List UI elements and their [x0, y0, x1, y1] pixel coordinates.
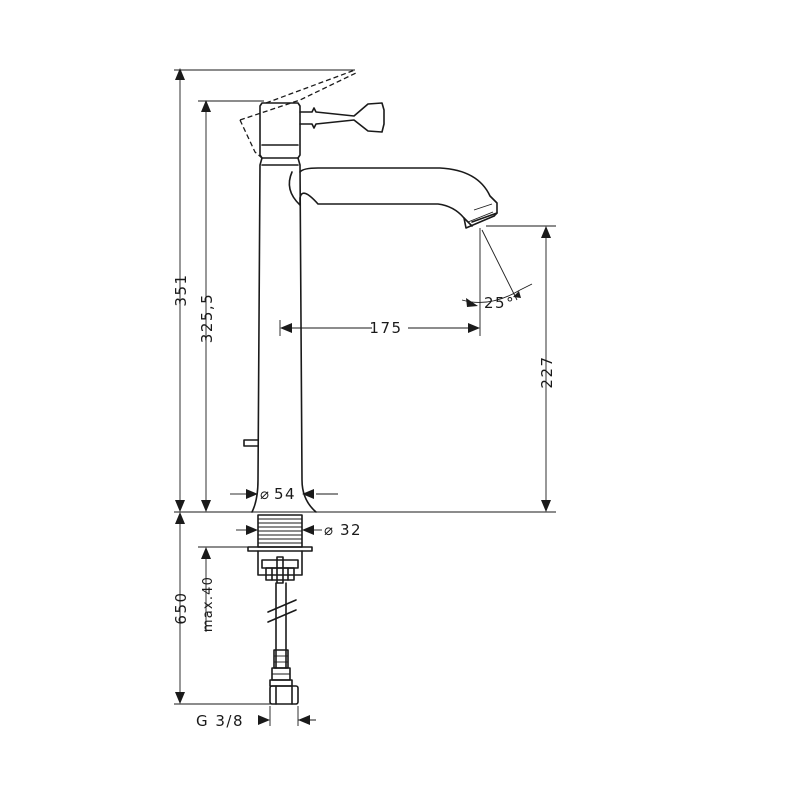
- dim-connection-thread-label: G 3/8: [196, 712, 244, 730]
- dim-max-thickness: max.40: [198, 546, 248, 632]
- dim-base-length: 650: [172, 512, 272, 705]
- dim-body-diameter-symbol: ⌀: [260, 485, 271, 503]
- dim-spout-reach-label: 175: [369, 319, 402, 337]
- dim-overall-height-label: 351: [172, 273, 190, 306]
- dim-shank-diameter-symbol: ⌀: [324, 521, 335, 539]
- flexible-hose: [267, 582, 299, 705]
- dim-body-diameter: ⌀ 54: [230, 485, 338, 503]
- dim-body-diameter-label: 54: [274, 485, 296, 503]
- dim-spout-reach: 175: [279, 228, 481, 337]
- faucet-outline: [239, 69, 498, 705]
- lever-handle: [239, 69, 385, 159]
- dim-spout-height-label: 227: [538, 355, 556, 388]
- dim-lever-height-label: 325,5: [198, 293, 216, 343]
- spout: [288, 167, 498, 229]
- dim-base-length-label: 650: [172, 591, 190, 624]
- dim-connection-thread: G 3/8: [196, 706, 316, 730]
- dim-spout-angle-label: 25°: [484, 294, 515, 312]
- dim-spout-angle: 25°: [461, 229, 533, 312]
- dim-shank-diameter-label: 32: [340, 521, 362, 539]
- dim-lever-height: 325,5: [198, 100, 264, 512]
- dim-shank-diameter: ⌀ 32: [236, 521, 362, 539]
- threaded-shank: [247, 514, 313, 584]
- dim-overall-height: 351: [172, 68, 355, 512]
- dim-spout-height: 227: [486, 225, 556, 512]
- dim-max-thickness-label: max.40: [201, 576, 216, 632]
